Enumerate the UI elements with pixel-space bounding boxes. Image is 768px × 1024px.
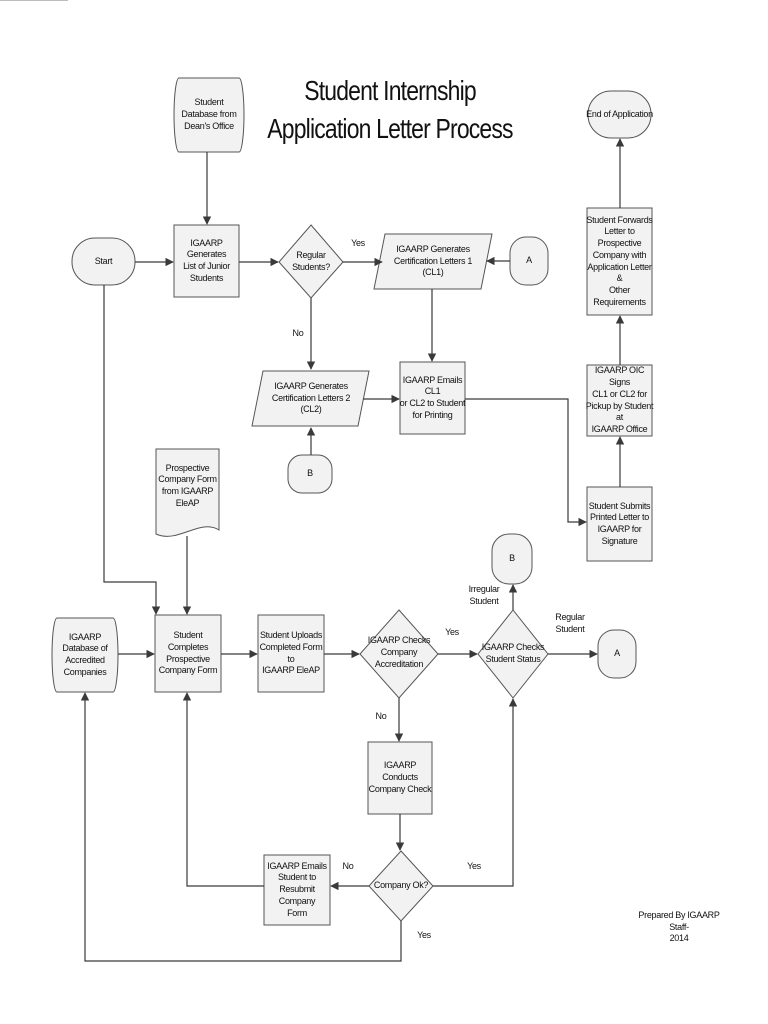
title-line-2: Application Letter Process — [267, 113, 513, 144]
page-corner-line — [0, 0, 68, 4]
generate-cl2-label: IGAARP Generates Certification Letters 2… — [271, 380, 351, 415]
generate-cl1-shape — [373, 233, 493, 290]
resubmit-email-label: IGAARP Emails Student to Resubmit Compan… — [267, 860, 327, 918]
generate-list-label: IGAARP Generates List of Junior Students — [183, 237, 230, 283]
regular-students-label: Regular Students? — [292, 250, 330, 272]
checks-accreditation-label: IGAARP Checks Company Accreditation — [367, 635, 431, 669]
title-line-1: Student Internship — [304, 75, 476, 106]
edge-label-yes-regular: Yes — [351, 238, 365, 248]
prospective-form-document — [155, 448, 220, 537]
edge-label-yes-accreditation: Yes — [445, 627, 459, 637]
start-label: Start — [94, 255, 113, 266]
connector-a-top-label: A — [526, 255, 532, 266]
prospective-form-label: Prospective Company Form from IGAARP Ele… — [158, 462, 217, 508]
company-ok-label: Company Ok? — [373, 880, 429, 891]
resubmit-email-box — [263, 854, 331, 926]
completes-form-box — [154, 614, 222, 693]
connector-a-right-label: A — [614, 648, 620, 659]
accredited-database-shape — [51, 617, 119, 693]
edge-label-yes-company-ok-bottom: Yes — [417, 930, 431, 940]
edge-emails-to-submits — [465, 398, 587, 527]
connector-b-middle — [287, 454, 333, 494]
conducts-check-box — [367, 741, 433, 815]
forward-letter-box — [586, 207, 653, 316]
end-label: End of Application — [586, 108, 653, 119]
edge-label-no-company-ok: No — [342, 861, 354, 871]
edge-label-no-accreditation: No — [375, 711, 387, 721]
emails-cl-box — [399, 361, 466, 435]
uploads-form-box — [257, 614, 325, 693]
edge-start-to-completes — [103, 285, 161, 615]
prepared-by-footer: Prepared By IGAARP Staff- 2014 — [638, 910, 720, 944]
edge-label-yes-company-ok-right: Yes — [467, 861, 481, 871]
page-title: Student Internship Application Letter Pr… — [259, 72, 521, 148]
generate-cl2-shape — [251, 370, 370, 427]
connector-b-middle-label: B — [307, 468, 313, 479]
edge-label-irregular-student: Irregular Student — [468, 584, 500, 606]
connector-b-right — [491, 533, 533, 585]
connector-a-right — [597, 629, 637, 679]
edge-company-ok-yes-to-status — [433, 698, 518, 887]
oic-signs-label: IGAARP OIC Signs CL1 or CL2 for Pickup b… — [585, 365, 654, 434]
generate-list-box — [173, 224, 240, 298]
dean-database-label: Student Database from Dean's Office — [181, 97, 237, 131]
completes-form-label: Student Completes Prospective Company Fo… — [158, 630, 218, 676]
oic-signs-box — [586, 364, 653, 437]
edge-label-no-regular: No — [292, 328, 304, 338]
conducts-check-label: IGAARP Conducts Company Check — [368, 760, 432, 794]
generate-cl1-label: IGAARP Generates Certification Letters 1… — [393, 243, 473, 278]
emails-cl-label: IGAARP Emails CL1 or CL2 to Student for … — [399, 374, 466, 420]
checks-status-label: IGAARP Checks Student Status — [481, 642, 545, 664]
dean-database-shape — [173, 77, 245, 153]
uploads-form-label: Student Uploads Completed Form to IGAARP… — [259, 630, 323, 676]
edge-company-ok-yes-to-accredited-db — [80, 692, 402, 962]
edge-resubmit-to-completes — [182, 692, 264, 887]
checks-status-decision — [477, 609, 549, 699]
accredited-database-label: IGAARP Database of Accredited Companies — [62, 631, 108, 677]
end-terminator — [587, 90, 652, 139]
forward-letter-label: Student Forwards Letter to Prospective C… — [586, 214, 653, 307]
submits-letter-label: Student Submits Printed Letter to IGAARP… — [588, 500, 651, 546]
connector-b-right-label: B — [509, 553, 515, 564]
edge-label-regular-student: Regular Student — [555, 612, 585, 634]
